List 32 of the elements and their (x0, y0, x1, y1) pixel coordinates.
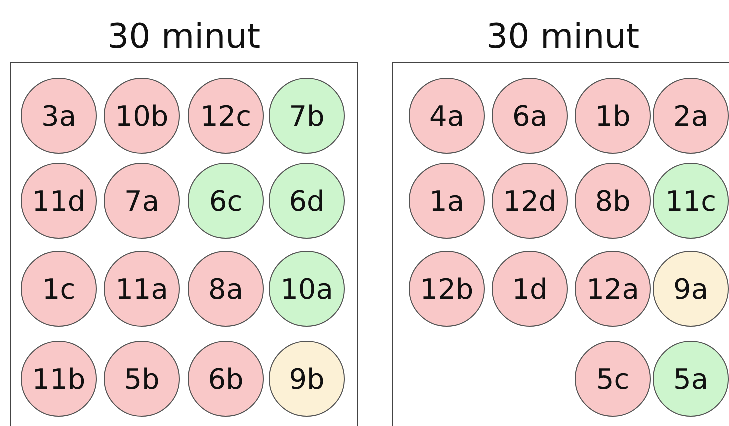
sample-label: 12a (586, 272, 640, 306)
sample-label: 12d (503, 184, 557, 218)
sample-label: 12c (200, 100, 252, 132)
sample-label: 5c (596, 362, 630, 396)
sample-label: 1d (512, 272, 548, 306)
sample-label: 10a (280, 272, 334, 306)
sample-label: 7a (124, 184, 160, 218)
sample-label: 8a (208, 272, 244, 306)
sample-label: 9a (674, 272, 708, 306)
sample-label: 5b (124, 362, 160, 396)
sample-label: 3a (42, 100, 76, 132)
sample-label: 9b (289, 362, 325, 396)
sample-label: 11c (665, 184, 717, 218)
sample-label: 12b (420, 272, 474, 306)
sample-label: 1a (430, 184, 464, 218)
sample-label: 1b (595, 100, 631, 132)
panel-heading: 30 minut (485, 16, 641, 59)
sample-label: 2a (674, 100, 708, 132)
sample-label: 5a (674, 362, 708, 396)
sample-label: 11b (32, 362, 86, 396)
sample-label: 11d (32, 184, 86, 218)
sample-label: 11a (116, 272, 168, 306)
sample-label: 4a (430, 100, 464, 132)
sample-label: 6a (512, 100, 548, 132)
panel-heading: 30 minut (106, 16, 262, 59)
sample-label: 1c (42, 272, 76, 306)
sample-label: 6d (289, 184, 325, 218)
sample-label: 10b (115, 100, 169, 132)
sample-label: 7b (289, 100, 325, 132)
sample-label: 8b (595, 184, 631, 218)
sample-label: 6c (209, 184, 243, 218)
sample-label: 6b (208, 362, 244, 396)
